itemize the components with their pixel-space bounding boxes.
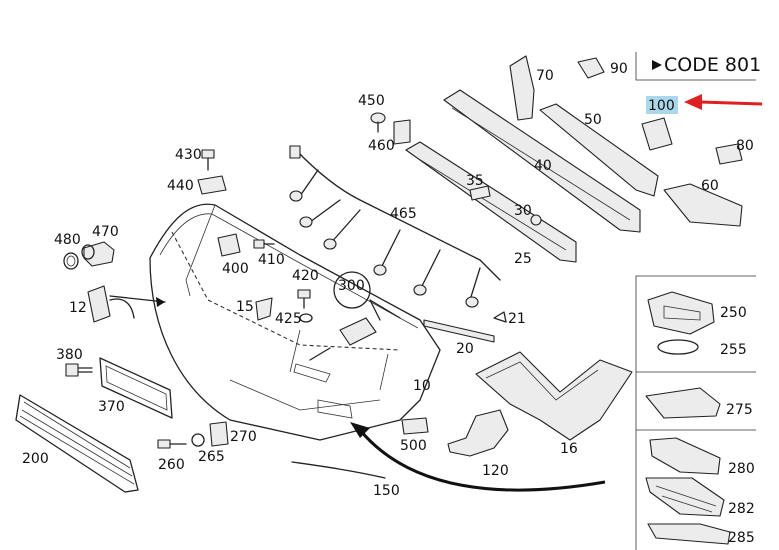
part-270-clip	[209, 421, 229, 447]
part-16-bracket	[475, 351, 633, 441]
part-465-harness	[289, 145, 501, 308]
code-box: CODE 801	[635, 52, 761, 81]
label-425: 425	[275, 311, 302, 327]
part-380-screw	[65, 363, 93, 377]
label-25: 25	[514, 251, 532, 267]
part-275-trim	[645, 387, 721, 419]
part-labels: 90 70 100 450 50 80 460 430 40 440 60 35…	[22, 61, 755, 546]
label-60: 60	[701, 178, 719, 194]
label-35: 35	[466, 173, 484, 189]
label-265: 265	[198, 449, 225, 465]
label-12: 12	[69, 300, 87, 316]
part-265-washer	[191, 433, 205, 447]
label-15: 15	[236, 299, 254, 315]
part-430-bolt	[201, 149, 215, 171]
label-400: 400	[222, 261, 249, 277]
part-40-beam	[443, 89, 641, 233]
part-30-clip	[530, 214, 542, 226]
part-21-pin	[493, 311, 507, 323]
part-120-bracket	[447, 409, 509, 457]
part-35-clip	[469, 185, 491, 201]
label-282: 282	[728, 501, 755, 517]
part-260-bolt	[157, 439, 187, 449]
label-370: 370	[98, 399, 125, 415]
part-500-clip	[401, 417, 429, 435]
part-80-clip	[715, 143, 743, 165]
label-255: 255	[720, 342, 747, 358]
part-370-plate	[99, 357, 173, 419]
label-50: 50	[584, 112, 602, 128]
highlight-100	[646, 96, 678, 114]
label-20: 20	[456, 341, 474, 357]
label-275: 275	[726, 402, 753, 418]
part-282-mesh	[645, 477, 725, 517]
label-410: 410	[258, 252, 285, 268]
label-40: 40	[534, 158, 552, 174]
label-16: 16	[560, 441, 578, 457]
label-200: 200	[22, 451, 49, 467]
part-450-bolt	[370, 112, 386, 133]
label-80: 80	[736, 138, 754, 154]
label-21: 21	[508, 311, 526, 327]
part-425-nut	[299, 313, 313, 323]
label-480: 480	[54, 232, 81, 248]
label-440: 440	[167, 178, 194, 194]
label-30: 30	[514, 203, 532, 219]
part-200-grille	[15, 394, 139, 493]
variant-panel	[635, 275, 756, 550]
part-25-absorber	[405, 141, 577, 263]
part-150-strip	[291, 461, 386, 479]
part-285-strip	[647, 523, 731, 545]
label-420: 420	[292, 268, 319, 284]
label-150: 150	[373, 483, 400, 499]
label-460: 460	[368, 138, 395, 154]
play-icon	[652, 60, 662, 70]
part-400-sensor-holder	[217, 233, 241, 257]
label-250: 250	[720, 305, 747, 321]
label-500: 500	[400, 438, 427, 454]
red-arrow	[684, 94, 763, 110]
code-label: CODE 801	[664, 54, 761, 76]
part-440-clip	[197, 175, 227, 195]
part-410-bolt	[253, 239, 275, 249]
label-100: 100	[648, 98, 675, 114]
part-300-cover	[309, 271, 401, 361]
part-50-absorber	[539, 103, 659, 197]
label-70: 70	[536, 68, 554, 84]
label-90: 90	[610, 61, 628, 77]
part-20-strip	[423, 319, 495, 343]
part-250-frame	[647, 291, 715, 335]
part-70-mount	[509, 55, 535, 121]
label-120: 120	[482, 463, 509, 479]
part-255-ring	[657, 339, 699, 355]
part-100-bracket	[641, 117, 673, 151]
part-60-absorber	[663, 183, 743, 227]
part-480-ring	[63, 252, 79, 270]
label-470: 470	[92, 224, 119, 240]
label-285: 285	[728, 530, 755, 546]
label-300: 300	[338, 278, 365, 294]
part-12-bracket	[87, 285, 166, 323]
label-260: 260	[158, 457, 185, 473]
label-450: 450	[358, 93, 385, 109]
label-380: 380	[56, 347, 83, 363]
label-10: 10	[413, 378, 431, 394]
label-465: 465	[390, 206, 417, 222]
curved-arrow	[350, 422, 606, 492]
label-430: 430	[175, 147, 202, 163]
part-460-bracket	[393, 119, 411, 145]
part-15-bracket	[255, 297, 273, 321]
label-270: 270	[230, 429, 257, 445]
part-90-clip	[577, 57, 605, 79]
part-10-bumper-cover	[149, 203, 441, 441]
part-470-sensor	[81, 241, 115, 267]
part-280-grille	[649, 437, 721, 475]
label-280: 280	[728, 461, 755, 477]
part-420-bolt	[297, 289, 311, 309]
